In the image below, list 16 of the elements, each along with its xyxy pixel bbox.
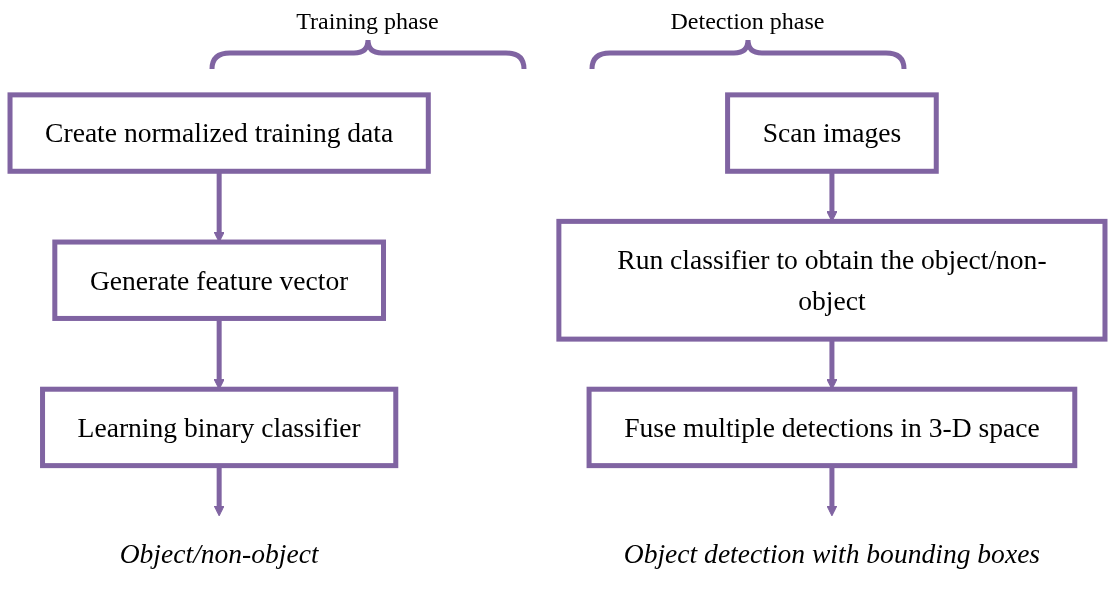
arrow (213, 171, 225, 243)
node-box: Generate feature vector (52, 239, 386, 321)
arrow (213, 465, 225, 517)
node-text: Object/non-object (119, 538, 319, 570)
node-box: Learning binary classifier (40, 386, 399, 469)
arrow (826, 171, 838, 222)
node-box: Scan images (725, 92, 939, 174)
arrow (213, 318, 225, 390)
arrow (826, 339, 838, 390)
node-box: Run classifier to obtain the object/non-object (556, 218, 1108, 342)
node-box: Create normalized training data (7, 92, 431, 174)
phase-title: Detection phase (670, 8, 825, 35)
node-text: Object detection with bounding boxes (623, 538, 1041, 570)
arrow (826, 465, 838, 517)
node-box: Fuse multiple detections in 3-D space (586, 386, 1078, 469)
phase-title: Training phase (296, 8, 439, 35)
